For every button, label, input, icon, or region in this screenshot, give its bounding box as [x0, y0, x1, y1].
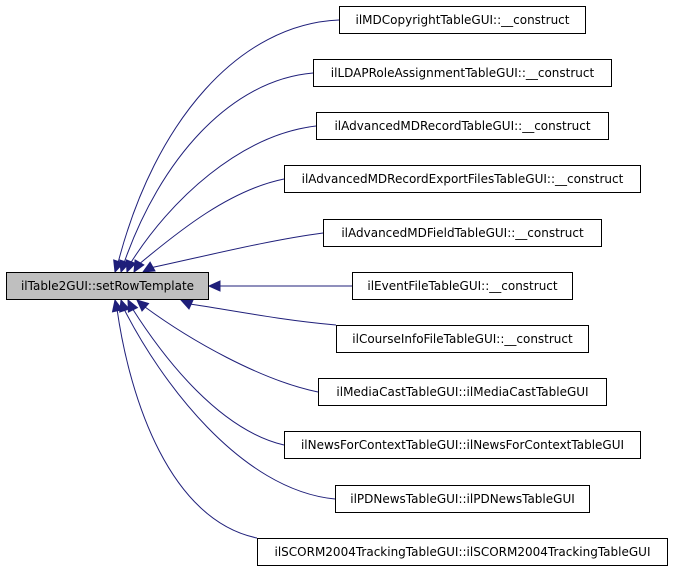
edge-scorm-tracking	[116, 308, 258, 539]
caller-node-label: ilMDCopyrightTableGUI::__construct	[356, 13, 570, 27]
caller-node-scorm-tracking[interactable]: ilSCORM2004TrackingTableGUI::ilSCORM2004…	[257, 538, 668, 566]
caller-node-advmd-record[interactable]: ilAdvancedMDRecordTableGUI::__construct	[316, 112, 609, 140]
arrowhead-icon	[125, 259, 137, 274]
caller-node-label: ilAdvancedMDRecordTableGUI::__construct	[334, 119, 590, 133]
edge-advmd-record	[129, 125, 317, 265]
caller-node-copyright[interactable]: ilMDCopyrightTableGUI::__construct	[339, 6, 586, 34]
edge-news-context	[131, 307, 285, 446]
caller-node-mediacast[interactable]: ilMediaCastTableGUI::ilMediaCastTableGUI	[318, 378, 607, 406]
edge-copyright	[117, 19, 340, 264]
arrowheads	[111, 259, 221, 313]
caller-node-label: ilMediaCastTableGUI::ilMediaCastTableGUI	[336, 385, 588, 399]
caller-node-pd-news[interactable]: ilPDNewsTableGUI::ilPDNewsTableGUI	[335, 485, 590, 513]
edge-advmd-field	[149, 232, 324, 269]
caller-node-label: ilAdvancedMDRecordExportFilesTableGUI::_…	[302, 172, 624, 186]
caller-node-event-file[interactable]: ilEventFileTableGUI::__construct	[352, 272, 573, 300]
arrowhead-icon	[127, 298, 139, 313]
caller-node-label: ilSCORM2004TrackingTableGUI::ilSCORM2004…	[275, 545, 651, 559]
caller-node-news-context[interactable]: ilNewsForContextTableGUI::ilNewsForConte…	[284, 431, 641, 459]
caller-node-advmd-export[interactable]: ilAdvancedMDRecordExportFilesTableGUI::_…	[284, 165, 641, 193]
caller-node-label: ilPDNewsTableGUI::ilPDNewsTableGUI	[350, 492, 575, 506]
caller-node-label: ilAdvancedMDFieldTableGUI::__construct	[341, 226, 584, 240]
edges	[116, 19, 352, 539]
caller-node-advmd-field[interactable]: ilAdvancedMDFieldTableGUI::__construct	[323, 219, 602, 247]
arrowhead-icon	[141, 261, 156, 273]
edge-course-info	[189, 303, 337, 326]
arrowhead-icon	[207, 280, 221, 292]
caller-node-label: ilEventFileTableGUI::__construct	[367, 279, 558, 293]
caller-node-label: ilCourseInfoFileTableGUI::__construct	[352, 332, 573, 346]
root-node[interactable]: ilTable2GUI::setRowTemplate	[6, 272, 209, 300]
arrowhead-icon	[133, 259, 145, 274]
caller-node-ldap-role[interactable]: ilLDAPRoleAssignmentTableGUI::__construc…	[313, 59, 612, 87]
edge-pd-news	[123, 308, 336, 500]
edge-advmd-export	[137, 178, 285, 266]
edge-ldap-role	[123, 72, 314, 264]
caller-node-label: ilLDAPRoleAssignmentTableGUI::__construc…	[331, 66, 595, 80]
caller-node-label: ilNewsForContextTableGUI::ilNewsForConte…	[301, 438, 624, 452]
edge-mediacast	[144, 306, 319, 393]
root-node-label: ilTable2GUI::setRowTemplate	[21, 279, 194, 293]
arrowhead-icon	[136, 299, 150, 312]
arrowhead-icon	[111, 298, 124, 313]
caller-node-course-info[interactable]: ilCourseInfoFileTableGUI::__construct	[336, 325, 589, 353]
arrowhead-icon	[179, 299, 194, 310]
